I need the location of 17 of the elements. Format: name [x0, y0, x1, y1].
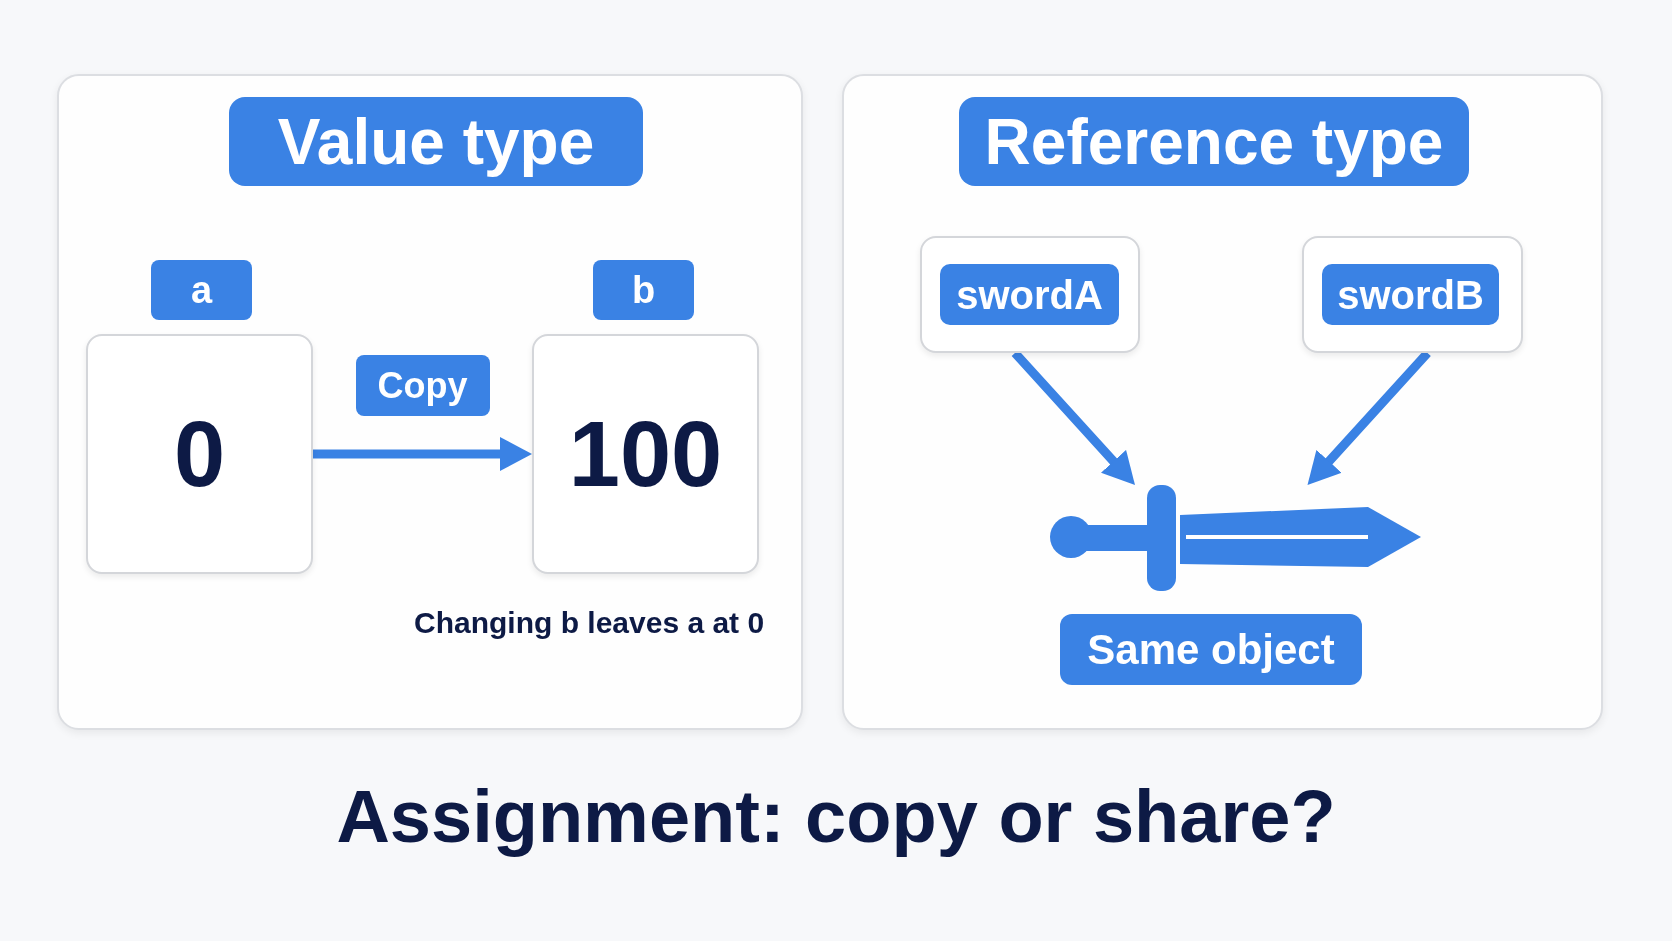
variable-label: swordA	[940, 264, 1119, 325]
note-text: Changing b leaves a at 0	[414, 608, 765, 638]
panel	[842, 74, 1603, 730]
variable-card	[920, 236, 1140, 353]
variable-label: b	[593, 260, 694, 320]
panel-heading: Reference type	[959, 97, 1469, 186]
arrow	[313, 437, 532, 471]
sword-illustration	[1050, 485, 1421, 591]
variable-card	[1302, 236, 1523, 353]
variable-label: a	[151, 260, 252, 320]
panel-heading: Value type	[229, 97, 643, 186]
value-card: 100	[532, 334, 759, 574]
value-card: 0	[86, 334, 313, 574]
panel	[57, 74, 803, 730]
variable-label: swordB	[1322, 264, 1499, 325]
object-label: Same object	[1060, 614, 1362, 685]
edge-label: Copy	[355, 355, 490, 416]
